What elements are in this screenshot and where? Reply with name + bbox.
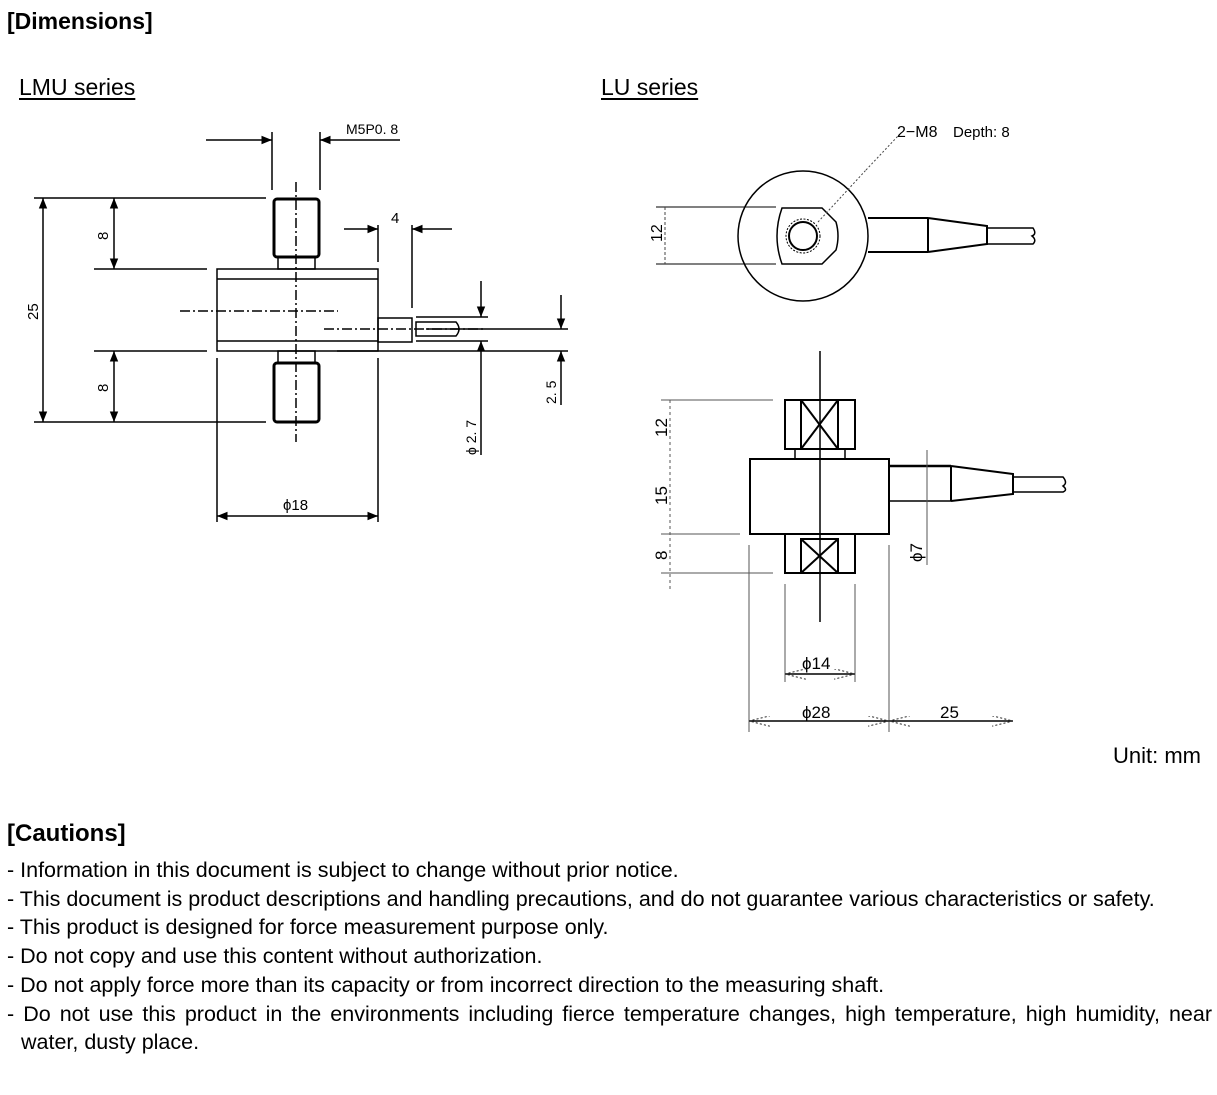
lmu-shaft (377, 317, 413, 343)
unit-label: Unit: mm (1113, 743, 1201, 768)
lu-side-labels: 12 15 8 ϕ7 ϕ14 ϕ28 25 (652, 418, 959, 722)
caution-item: - Do not apply force more than its capac… (7, 972, 885, 997)
caution-item: - This document is product descriptions … (7, 886, 1155, 911)
lmu-bottom-len-label: 8 (95, 384, 112, 392)
dimension-drawings: M5P0. 8 4 ϕ18 25 8 8 ϕ 2. 7 2. 5 2−M8 De… (25, 121, 1067, 800)
lmu-shaft-len-label: 4 (391, 210, 399, 227)
lmu-drawing (34, 132, 568, 522)
lu-top-labels: 2−M8 Depth: 8 12 (649, 124, 1010, 242)
caution-item: - Do not copy and use this content witho… (7, 944, 543, 969)
lu-cable (987, 227, 1036, 245)
caution-item: - Do not use this product in the environ… (7, 1001, 1212, 1055)
lmu-thread-label: M5P0. 8 (346, 121, 398, 137)
lu-hex-nut (776, 207, 839, 265)
lu-body-height-label: 15 (652, 486, 671, 505)
lmu-diameter-label: ϕ18 (283, 497, 308, 514)
lmu-body (216, 268, 379, 352)
lu-top-len-label: 12 (652, 418, 671, 437)
lu-series-title: LU series (601, 74, 699, 100)
lmu-labels: M5P0. 8 4 ϕ18 25 8 8 ϕ 2. 7 2. 5 (25, 121, 559, 514)
caution-item: - This product is designed for force mea… (7, 915, 609, 940)
lu-body-circle (737, 170, 869, 302)
cautions-list: - Information in this document is subjec… (7, 856, 1212, 1057)
lu-cable-dia-label: ϕ7 (907, 543, 926, 562)
lu-bottom-len-label: 8 (652, 551, 671, 560)
lu-top-view (656, 135, 1036, 302)
lu-cable-taper (927, 217, 988, 253)
lmu-top-len-label: 8 (95, 232, 112, 240)
lu-hex-width-label: 12 (649, 224, 666, 242)
lu-thread-label: 2−M8 (897, 124, 938, 141)
lu-outer-dia-label: ϕ28 (802, 703, 830, 722)
lmu-height-label: 25 (25, 303, 42, 320)
lu-inner-dia-label: ϕ14 (802, 654, 830, 673)
lu-side-view (661, 351, 1067, 732)
lmu-shaft-dia-label: ϕ 2. 7 (463, 420, 479, 455)
lmu-series-title: LMU series (19, 74, 136, 100)
lmu-shaft-offset-label: 2. 5 (543, 380, 559, 404)
lu-cable-len-label: 25 (940, 703, 959, 722)
dimensions-heading: [Dimensions] (7, 8, 153, 34)
caution-item: - Information in this document is subjec… (7, 858, 679, 882)
cautions-heading: [Cautions] (7, 820, 126, 847)
lu-depth-label: Depth: 8 (953, 124, 1010, 141)
